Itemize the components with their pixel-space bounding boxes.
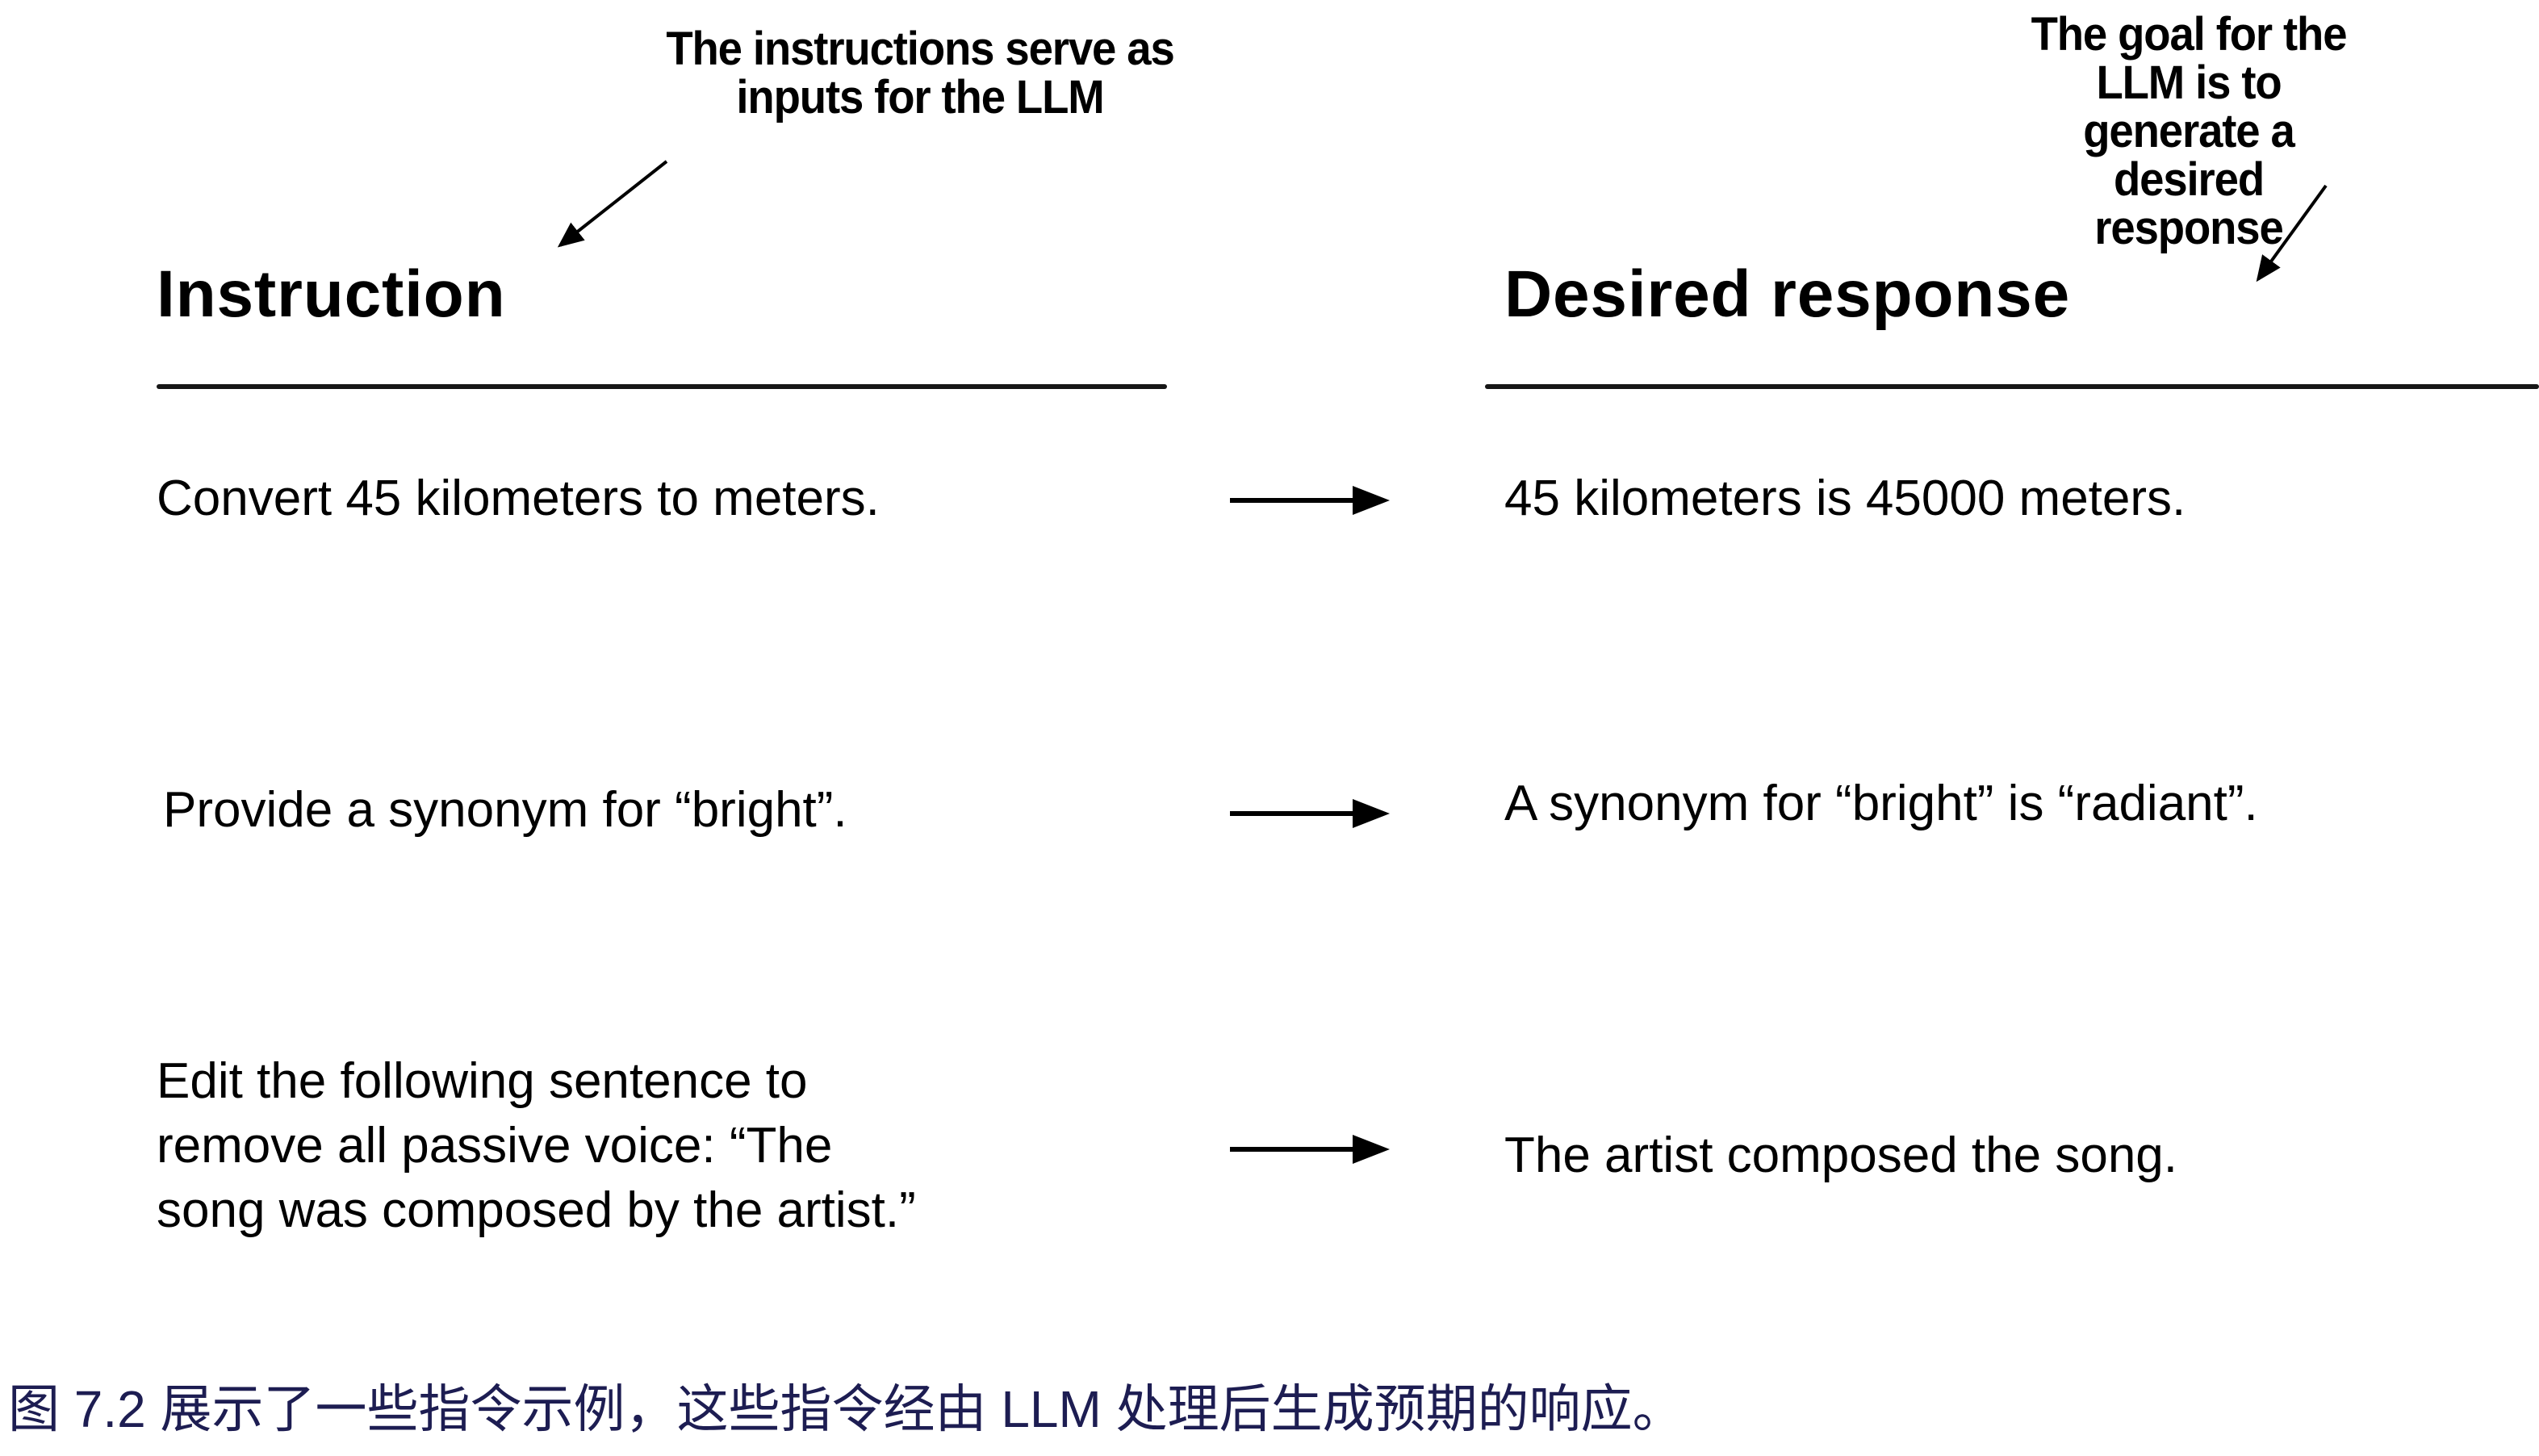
right-arrow-icon	[1230, 486, 1390, 515]
instruction-column-divider	[157, 384, 1167, 389]
desired-response-column-header: Desired response	[1504, 257, 2070, 331]
figure-caption: 图 7.2 展示了一些指令示例，这些指令经由 LLM 处理后生成预期的响应。	[8, 1380, 1684, 1438]
instruction-column-header: Instruction	[157, 257, 506, 331]
response-annotation-arrow-icon	[2256, 184, 2328, 282]
instruction-cell: Provide a synonym for “bright”.	[163, 781, 847, 838]
response-cell: The artist composed the song.	[1504, 1127, 2178, 1183]
instruction-annotation-arrow-icon	[557, 160, 668, 248]
response-cell: 45 kilometers is 45000 meters.	[1504, 470, 2186, 526]
instruction-cell: Edit the following sentence to remove al…	[157, 1052, 916, 1238]
response-cell: A synonym for “bright” is “radiant”.	[1504, 775, 2258, 831]
right-arrow-icon	[1230, 799, 1390, 828]
response-column-divider	[1485, 384, 2539, 389]
instruction-annotation-note: The instructions serve as inputs for the…	[666, 24, 1174, 124]
right-arrow-icon	[1230, 1135, 1390, 1164]
instruction-cell: Convert 45 kilometers to meters.	[157, 470, 880, 526]
response-annotation-note: The goal for the LLM is to generate a de…	[2031, 10, 2348, 255]
